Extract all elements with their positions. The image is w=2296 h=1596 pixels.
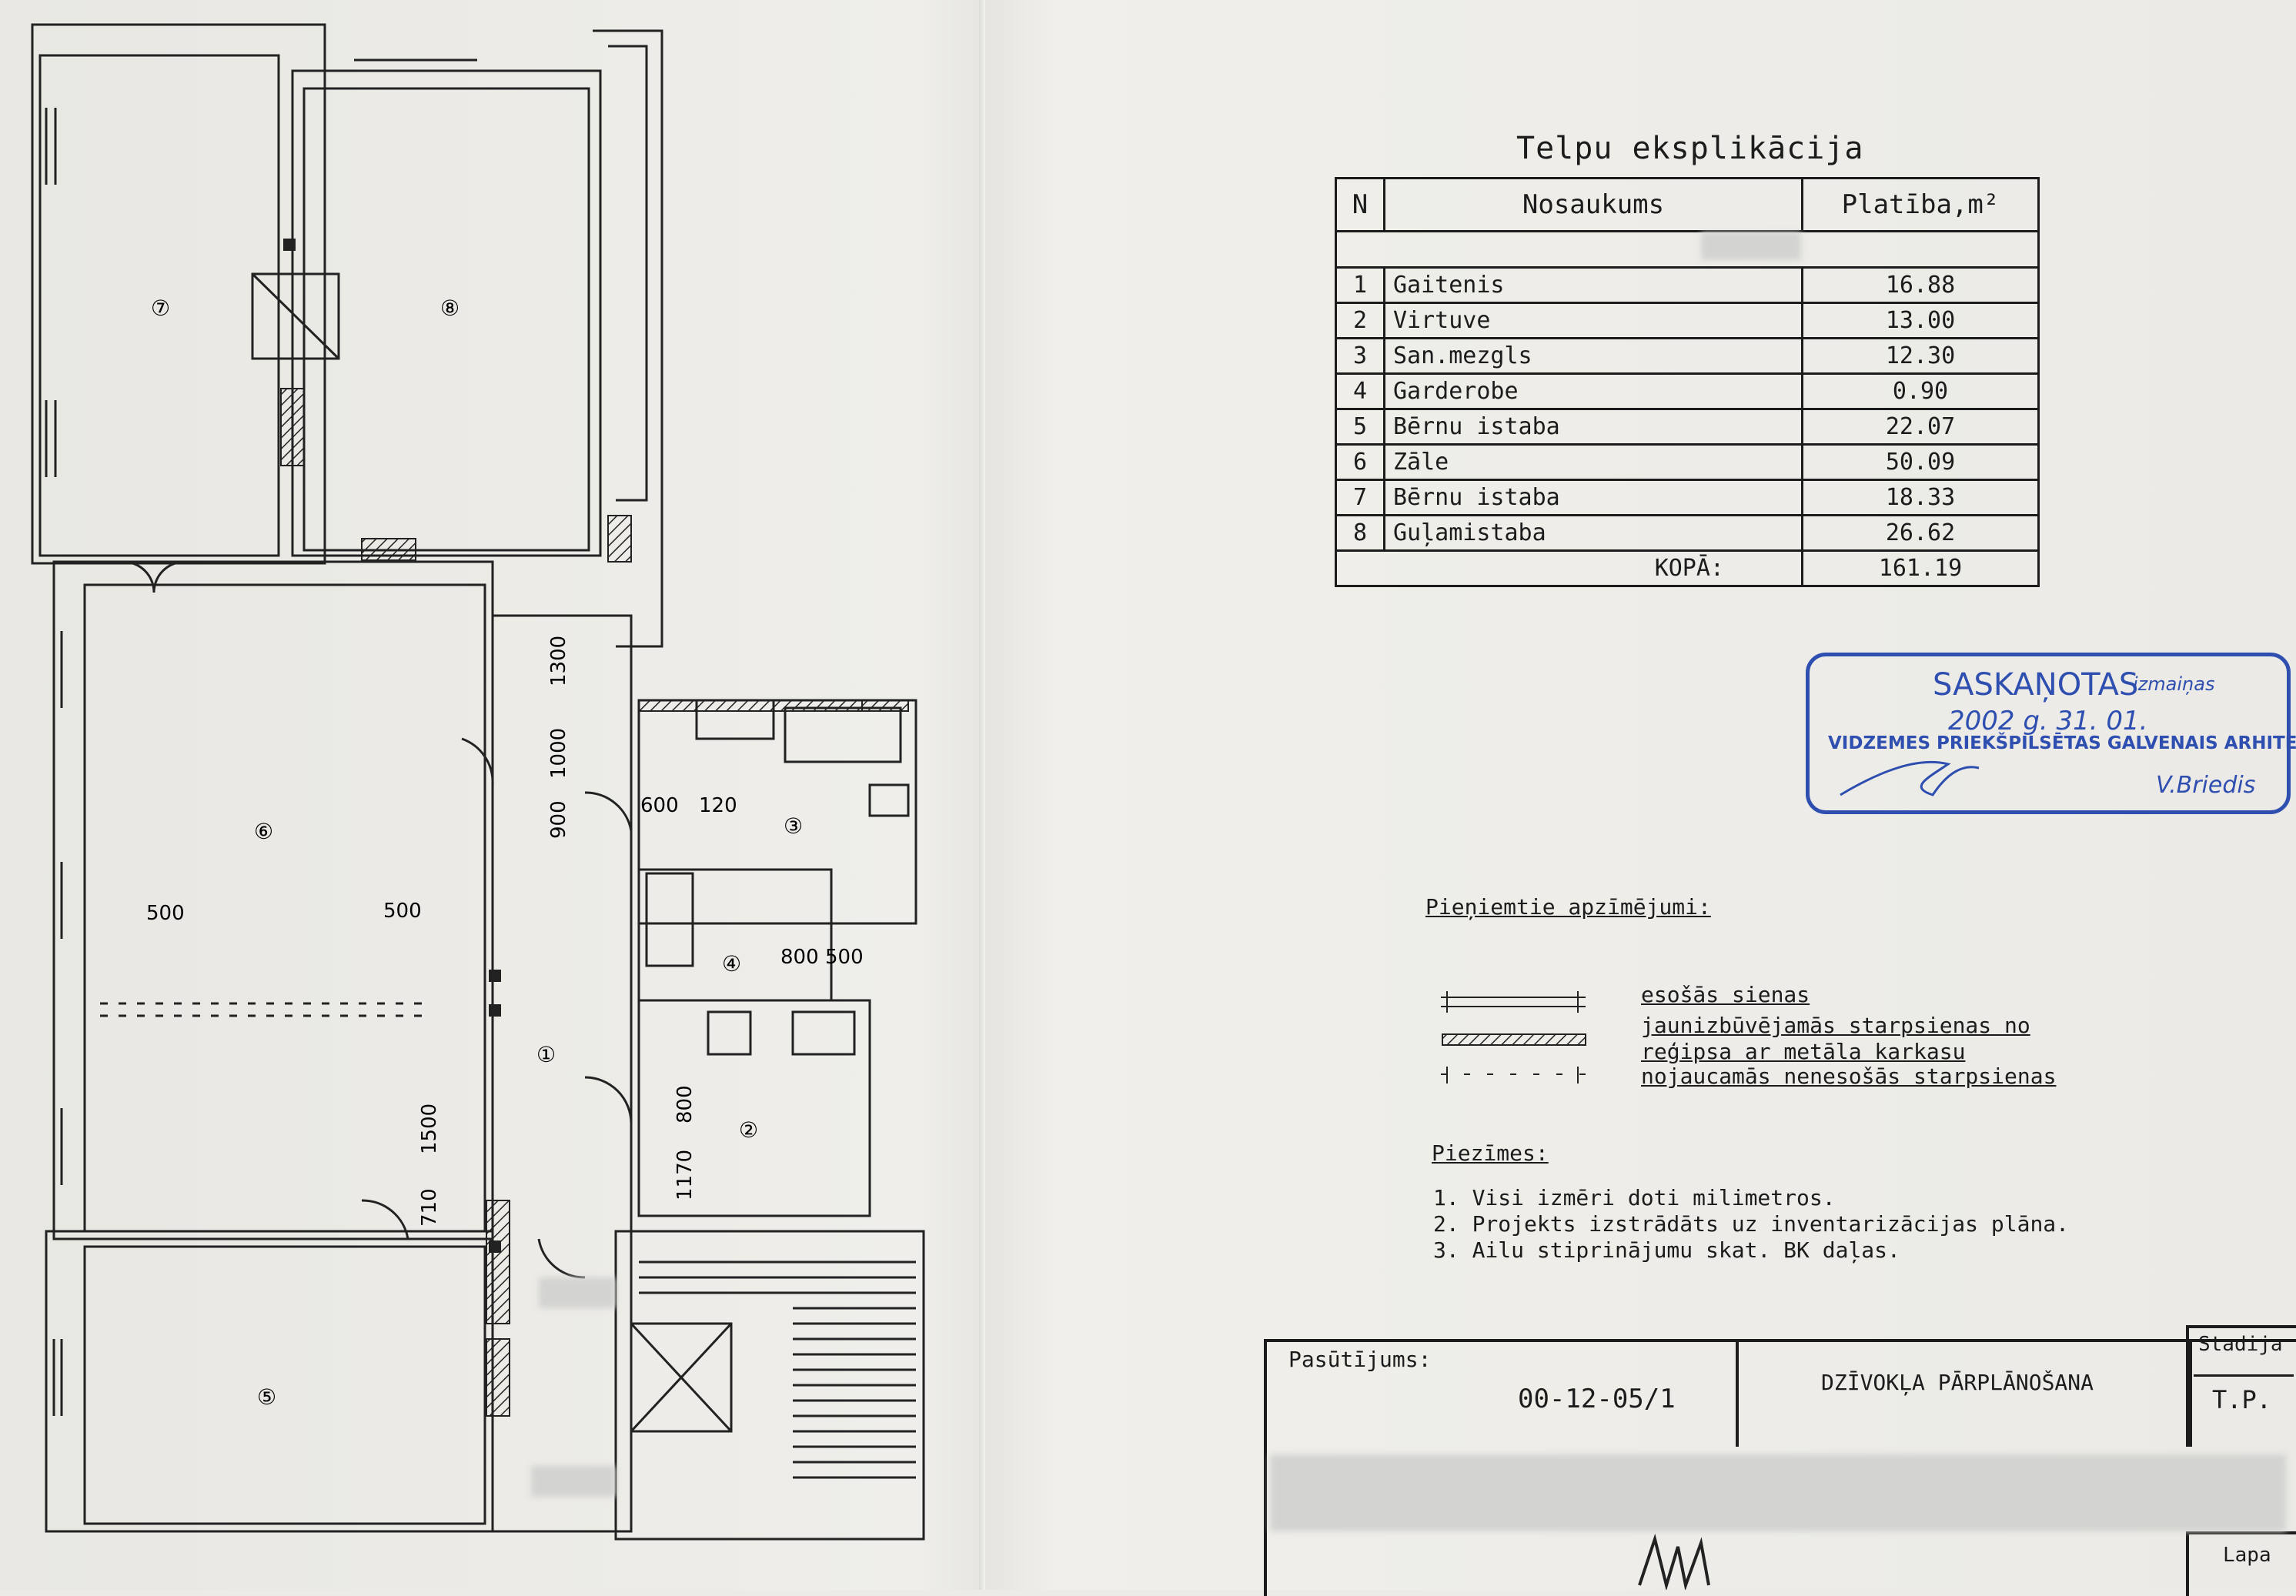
stair-hall <box>614 1230 925 1541</box>
dim-1500: 1500 <box>418 1104 441 1154</box>
project-title: DZĪVOKĻA PĀRPLĀNOŠANA <box>1821 1370 2094 1395</box>
col-name: Nosaukums <box>1383 177 1803 232</box>
note-2: 2. Projekts izstrādāts uz inventarizācij… <box>1433 1211 2070 1237</box>
stamp-handwritten-note: izmaiņas <box>2133 673 2215 695</box>
total-value: 161.19 <box>1801 549 2040 587</box>
stamp-organization: VIDZEMES PRIEKŠPILSĒTAS GALVENAIS ARHITE… <box>1828 733 2296 753</box>
wall-room-5 <box>45 1230 494 1533</box>
notes-heading: Piezīmes: <box>1432 1140 1549 1166</box>
title-block-project-cell <box>1736 1339 2192 1447</box>
redaction <box>531 1466 616 1497</box>
explication-title: Telpu eksplikācija <box>1516 131 1864 166</box>
room-4-label: ④ <box>722 951 741 977</box>
wall-kitchen <box>637 999 871 1217</box>
sheet-label: Lapa <box>2223 1544 2271 1567</box>
dim-500-right: 500 <box>383 900 422 923</box>
dim-900: 900 <box>547 800 570 839</box>
redaction <box>539 1277 616 1308</box>
table-spacer-row <box>1335 230 2040 269</box>
dim-710: 710 <box>418 1188 441 1227</box>
table-total-row: KOPĀ: 161.19 <box>1335 549 2040 587</box>
total-label: KOPĀ: <box>1335 549 1803 587</box>
dim-500-garderobe: 500 <box>825 946 864 969</box>
room-7-label: ⑦ <box>151 295 170 321</box>
dim-1300: 1300 <box>547 636 570 686</box>
dim-800-garderobe: 800 <box>780 946 819 969</box>
table-header-row: N Nosaukums Platība,m² <box>1335 177 2040 232</box>
stamp-date: 2002 g. 31. 01. <box>1948 706 2148 736</box>
dim-120: 120 <box>699 794 737 817</box>
wall-room-8-inner <box>302 87 590 552</box>
wall-room-7 <box>31 23 326 565</box>
redaction <box>1270 1454 2286 1531</box>
stage-value: T.P. <box>2212 1385 2272 1414</box>
col-n: N <box>1335 177 1385 232</box>
dim-1170: 1170 <box>673 1150 697 1200</box>
dim-600: 600 <box>640 794 679 817</box>
title-block-sheet-cell <box>2186 1531 2296 1596</box>
col-area: Platība,m² <box>1801 177 2040 232</box>
legend-heading: Pieņiemtie apzīmējumi: <box>1425 894 1711 920</box>
room-6-label: ⑥ <box>254 819 273 844</box>
legend-symbols <box>1441 991 1586 1083</box>
order-label: Pasūtījums: <box>1288 1347 1432 1372</box>
dim-800-kitchen: 800 <box>673 1085 697 1124</box>
stamp-approved: SASKAŅOTAS <box>1933 667 2139 703</box>
room-5-label: ⑤ <box>257 1384 276 1410</box>
room-1-label: ① <box>536 1042 556 1067</box>
wall-bathroom <box>637 699 917 925</box>
title-block-stage-cell <box>2186 1325 2296 1447</box>
room-8-label: ⑧ <box>440 295 460 321</box>
signature-scribble <box>1638 1533 1710 1590</box>
title-block-order-cell <box>1264 1339 1739 1447</box>
stage-label: Stadija <box>2198 1333 2283 1356</box>
dim-500-left: 500 <box>146 902 185 925</box>
note-1: 1. Visi izmēri doti milimetros. <box>1433 1185 1836 1210</box>
room-3-label: ③ <box>784 813 803 839</box>
wall-garderobe <box>637 868 833 1002</box>
legend-demolished-partitions: nojaucamās nenesošās starpsienas <box>1641 1063 2057 1089</box>
floor-plan: ⑦ ⑧ ⑥ ③ ④ ① ② ⑤ 1300 1000 900 600 120 50… <box>31 23 925 1541</box>
room-2-label: ② <box>739 1117 758 1143</box>
legend-existing-walls: esošās sienas <box>1641 982 1810 1007</box>
approval-stamp: SASKAŅOTAS izmaiņas 2002 g. 31. 01. VIDZ… <box>1806 653 2296 814</box>
dim-1000: 1000 <box>547 728 570 779</box>
redaction <box>1701 232 1801 260</box>
wall-corridor <box>491 614 633 1533</box>
wall-room-7-inner <box>38 54 280 557</box>
legend-new-partitions: jaunizbūvējamās starpsienas no reģipsa a… <box>1641 1013 2030 1064</box>
stamp-signatory: V.Briedis <box>2156 772 2256 799</box>
stamp-signature <box>1840 760 1980 796</box>
order-number: 00-12-05/1 <box>1518 1384 1676 1414</box>
paper-fold <box>979 0 985 1590</box>
note-3: 3. Ailu stiprinājumu skat. BK daļas. <box>1433 1237 1900 1263</box>
